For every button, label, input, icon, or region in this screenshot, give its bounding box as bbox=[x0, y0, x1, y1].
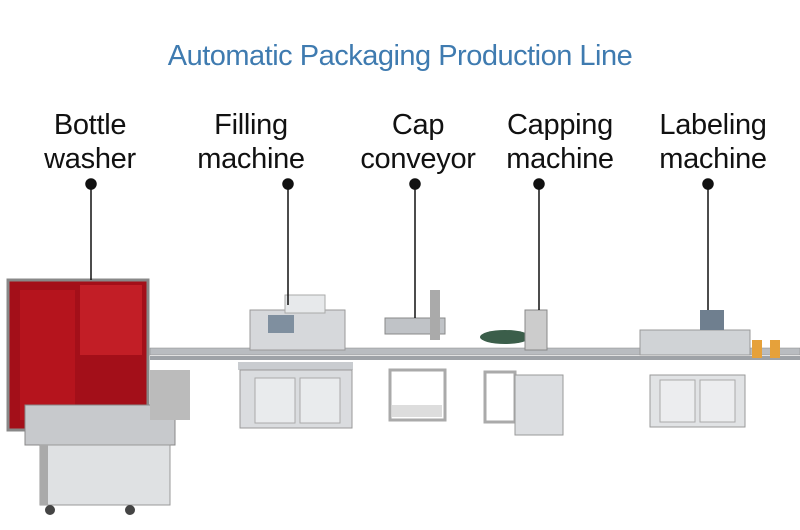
label-line: machine bbox=[659, 143, 767, 175]
capping-machine bbox=[480, 309, 564, 436]
label-line: machine bbox=[197, 143, 305, 175]
label-line: machine bbox=[506, 143, 614, 175]
label-labeling-machine: Labeling machine bbox=[628, 108, 798, 176]
conveyor-rail bbox=[149, 347, 800, 356]
label-line: Filling bbox=[214, 109, 288, 141]
label-line: Labeling bbox=[659, 109, 767, 141]
label-line: washer bbox=[44, 143, 136, 175]
conveyor-guard bbox=[150, 356, 800, 360]
label-line: Capping bbox=[507, 109, 613, 141]
filling-machine bbox=[238, 294, 353, 429]
cap-conveyor bbox=[384, 290, 447, 422]
label-line: Bottle bbox=[53, 109, 127, 141]
label-line: Cap bbox=[391, 109, 445, 141]
diagram-title: Automatic Packaging Production Line bbox=[167, 40, 633, 72]
label-filling-machine: Filling machine bbox=[166, 108, 336, 176]
labeling-machine bbox=[639, 310, 780, 428]
label-capping-machine: Capping machine bbox=[475, 108, 645, 176]
label-cap-conveyor: Cap conveyor bbox=[333, 108, 503, 176]
label-line: conveyor bbox=[360, 143, 476, 175]
label-bottle-washer: Bottle washer bbox=[5, 108, 175, 176]
bottle-washer bbox=[6, 278, 190, 515]
